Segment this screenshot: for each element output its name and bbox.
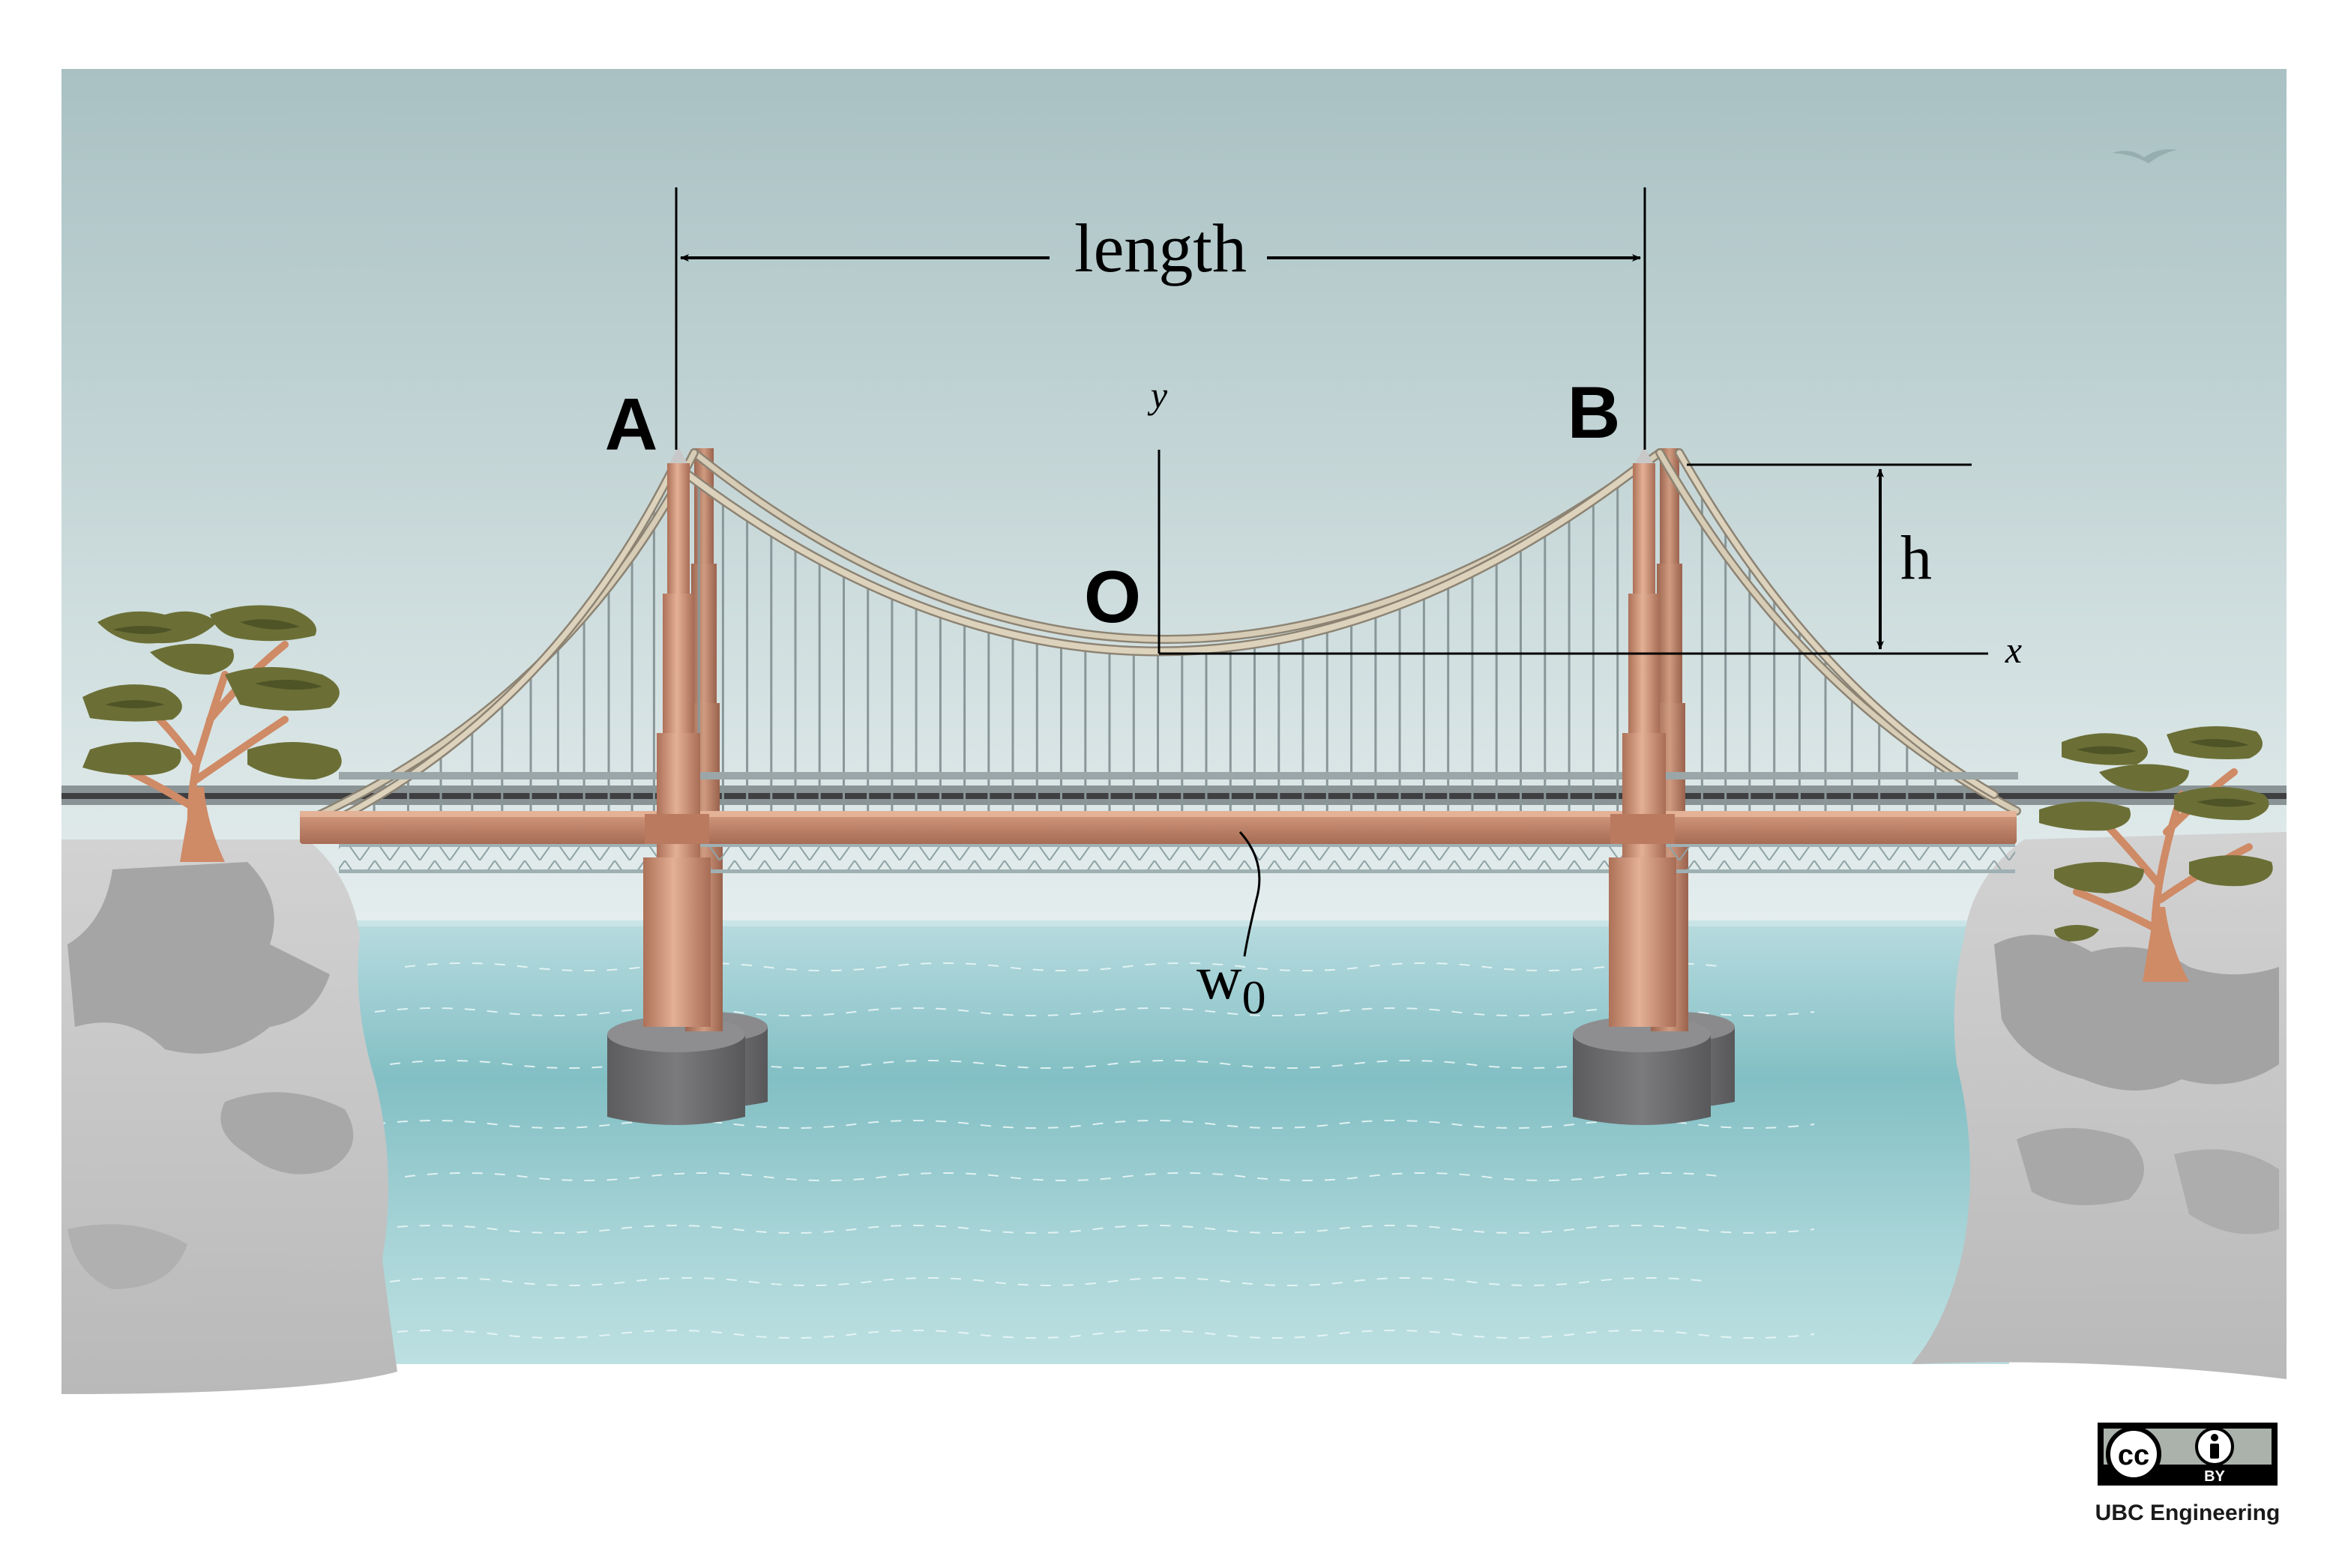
x-axis-label: x [2005, 629, 2022, 671]
left-pier [607, 1012, 768, 1125]
left-tower [643, 447, 711, 1027]
bridge-deck [300, 772, 2018, 873]
right-tower [1609, 447, 1676, 1027]
height-label: h [1900, 523, 1932, 593]
origin-label: O [1084, 555, 1141, 638]
annotations [675, 187, 1988, 957]
right-cliff [1912, 832, 2287, 1379]
cc-icon [2106, 1426, 2161, 1482]
main-cables [310, 448, 2021, 823]
suspender-hangers [373, 483, 1966, 812]
left-cliff [61, 839, 397, 1394]
w0-leader-line [1238, 830, 1261, 957]
bird-icon [2113, 149, 2177, 163]
credit-label: UBC Engineering [2095, 1501, 2281, 1525]
by-label: BY [2204, 1468, 2225, 1485]
river-water [330, 923, 2009, 1364]
cc-icon-text: cc [2118, 1440, 2149, 1471]
load-label-base: w [1196, 943, 1242, 1013]
load-label: w0 [1196, 943, 1266, 1024]
point-a-label: A [605, 383, 658, 465]
cc-by-license-badge: cc BY [2098, 1423, 2278, 1486]
length-label: length [1074, 210, 1247, 286]
point-b-label: B [1568, 371, 1621, 453]
left-tree [82, 605, 342, 862]
right-tree [2039, 726, 2273, 982]
load-label-subscript: 0 [1242, 971, 1266, 1024]
y-axis-label: y [1147, 374, 1168, 416]
